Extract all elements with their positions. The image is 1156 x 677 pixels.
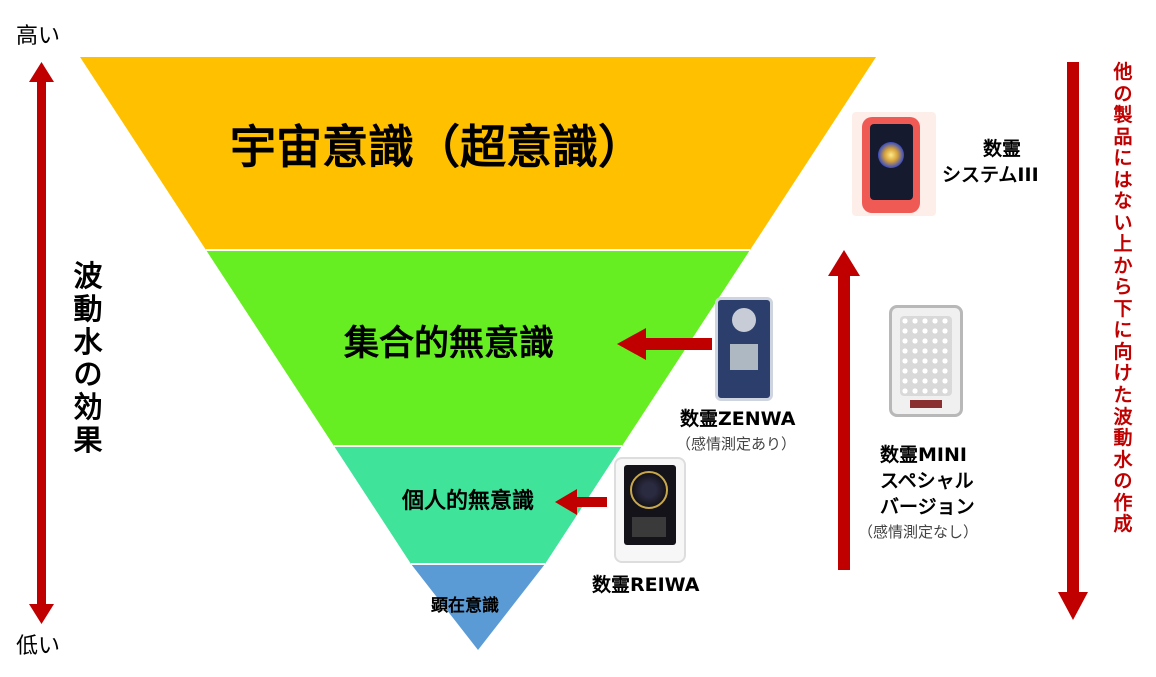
layer-collective-shape xyxy=(206,250,750,446)
effect-vertical-label: 波動水の効果 xyxy=(71,260,105,457)
side-note-char: は xyxy=(1113,168,1133,191)
layer-cosmic-label: 宇宙意識（超意識） xyxy=(230,120,644,174)
effect-double-arrow xyxy=(29,62,54,624)
layer-collective-label: 集合的無意識 xyxy=(344,324,555,364)
side-note-char: 動 xyxy=(1113,427,1133,450)
side-note-char: い xyxy=(1113,211,1133,234)
zenwa-device-image xyxy=(715,297,773,401)
system3-device-image xyxy=(852,112,936,216)
side-note-vertical: 他の製品にはない上から下に向けた波動水の作成 xyxy=(1106,61,1140,536)
arrow-up-mini xyxy=(828,250,860,570)
side-note-char: 他 xyxy=(1113,61,1133,83)
zenwa-note: （感情測定あり） xyxy=(676,435,797,453)
side-note-char: の xyxy=(1113,82,1133,105)
side-note-char: 向 xyxy=(1113,340,1133,363)
reiwa-device-image xyxy=(614,457,686,563)
layer-cosmic-shape xyxy=(80,57,876,250)
mini-name-line1: 数霊MINI xyxy=(880,444,967,466)
side-note-char: 上 xyxy=(1113,233,1133,256)
arrow-to-personal xyxy=(555,489,607,515)
effect-char: 効 xyxy=(73,390,103,425)
layer-conscious-label: 顕在意識 xyxy=(431,596,499,616)
side-note-char: ら xyxy=(1113,276,1133,299)
arrow-to-collective xyxy=(617,328,712,360)
side-note-char: な xyxy=(1113,190,1133,213)
side-note-char: 製 xyxy=(1113,104,1133,127)
side-note-char: た xyxy=(1113,383,1133,406)
mini-device-image xyxy=(889,305,963,417)
axis-low-label: 低い xyxy=(16,634,61,659)
effect-char: 水 xyxy=(73,324,103,359)
side-note-char: 下 xyxy=(1113,297,1133,320)
side-note-char: 水 xyxy=(1113,448,1133,471)
effect-char: 波 xyxy=(73,259,103,293)
side-note-char: に xyxy=(1113,319,1133,342)
system3-name-line2: システムIII xyxy=(942,164,1039,186)
side-note-char: 品 xyxy=(1113,125,1133,148)
effect-char: の xyxy=(73,357,103,392)
reiwa-name: 数霊REIWA xyxy=(592,574,700,596)
side-note-char: 作 xyxy=(1113,491,1133,514)
zenwa-name: 数霊ZENWA xyxy=(680,408,796,430)
side-note-char: 波 xyxy=(1113,405,1133,428)
side-note-char: か xyxy=(1113,254,1133,277)
system3-name-line1: 数霊 xyxy=(982,138,1021,160)
layer-personal-label: 個人的無意識 xyxy=(402,489,535,514)
effect-char: 動 xyxy=(73,291,103,326)
effect-char: 果 xyxy=(73,422,103,457)
mini-name-line3: バージョン xyxy=(880,496,975,518)
mini-name-line2: スペシャル xyxy=(880,470,974,492)
layer-conscious-shape xyxy=(411,564,545,650)
arrow-down-right xyxy=(1058,62,1088,620)
side-note-char: の xyxy=(1113,470,1133,493)
mini-note: （感情測定なし） xyxy=(858,523,979,541)
layer-personal-shape xyxy=(334,446,622,564)
side-note-char: 成 xyxy=(1113,513,1133,536)
side-note-char: に xyxy=(1113,147,1133,170)
axis-high-label: 高い xyxy=(16,24,61,49)
side-note-char: け xyxy=(1113,362,1133,385)
